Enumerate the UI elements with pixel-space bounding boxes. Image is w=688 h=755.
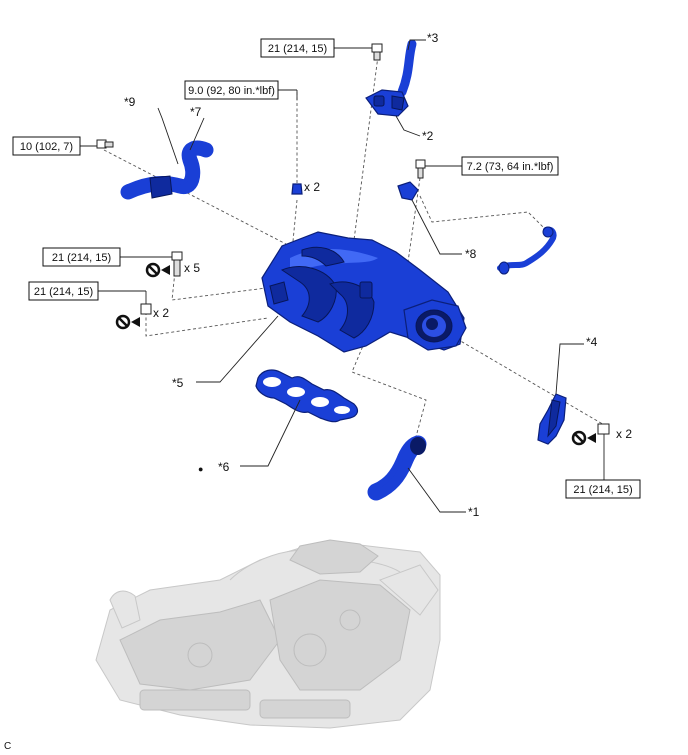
torque-box-7: 21 (214, 15) [565, 479, 641, 499]
torque-box-6: 21 (214, 15) [28, 281, 99, 301]
quantity-label-1: x 2 [304, 180, 320, 194]
torque-label-2: 9.0 (92, 80 in.*lbf) [188, 85, 275, 97]
intake-manifold [261, 231, 467, 353]
bolt-icon [140, 303, 152, 315]
torque-label-3: 10 (102, 7) [20, 141, 73, 153]
bolt-icon [96, 139, 114, 149]
new-part-no-reuse-icon [145, 262, 170, 278]
torque-box-4: 7.2 (73, 64 in.*lbf) [461, 156, 559, 176]
clip-part [397, 181, 419, 201]
callout-8: *8 [465, 247, 477, 261]
quantity-label-3: x 2 [153, 306, 169, 320]
bolt-icon [415, 159, 426, 179]
hose-upper-left [120, 140, 214, 200]
torque-box-1: 21 (214, 15) [260, 38, 335, 58]
callout-1: *1 [468, 505, 480, 519]
quantity-label-2: x 5 [184, 261, 200, 275]
bolt-icon [371, 43, 383, 61]
leader-lines [80, 39, 605, 513]
sensor-assembly [365, 39, 417, 117]
torque-label-1: 21 (214, 15) [268, 43, 327, 55]
callout-9: *9 [124, 95, 136, 109]
callout-2: *2 [422, 129, 434, 143]
quantity-label-4: x 2 [616, 427, 632, 441]
callout-7: *7 [190, 105, 202, 119]
bolt-icon [597, 423, 610, 435]
engine-background-illustration [95, 539, 441, 729]
torque-box-5: 21 (214, 15) [42, 247, 121, 267]
torque-box-3: 10 (102, 7) [12, 136, 81, 156]
torque-label-4: 7.2 (73, 64 in.*lbf) [467, 161, 554, 173]
torque-label-7: 21 (214, 15) [573, 484, 632, 496]
callout-5: *5 [172, 376, 184, 390]
lower-hose [367, 435, 427, 501]
torque-label-5: 21 (214, 15) [52, 252, 111, 264]
callout-6: *6 [218, 460, 230, 474]
callout-3: *3 [427, 31, 439, 45]
right-hose [497, 226, 557, 275]
torque-box-2: 9.0 (92, 80 in.*lbf) [184, 80, 279, 100]
figure-code: C [4, 741, 11, 752]
manifold-bracket [537, 393, 567, 445]
new-part-no-reuse-icon [115, 314, 140, 330]
bullet-marker: ● [198, 464, 203, 474]
new-part-no-reuse-icon [571, 430, 596, 446]
bolt-icon [171, 251, 183, 277]
torque-label-6: 21 (214, 15) [34, 286, 93, 298]
small-fitting [291, 183, 303, 195]
callout-4: *4 [586, 335, 598, 349]
intake-gasket [255, 369, 359, 423]
